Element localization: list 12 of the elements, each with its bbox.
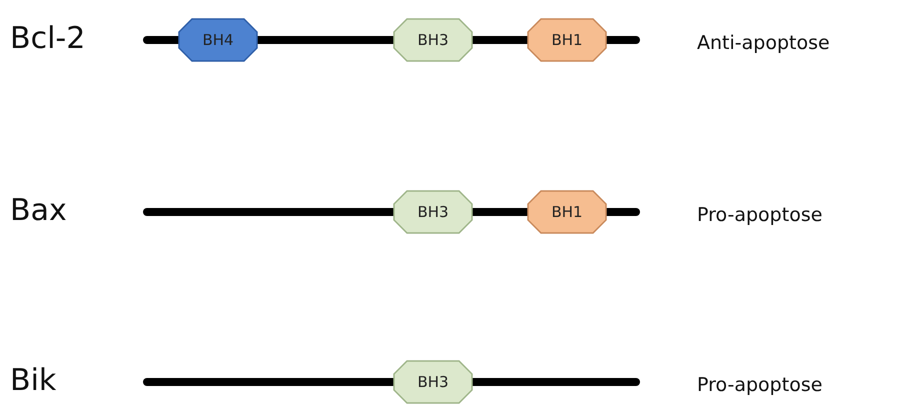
domain-octagon: BH3	[393, 190, 473, 234]
domain-octagon: BH4	[178, 18, 258, 62]
function-label: Pro-apoptose	[697, 204, 822, 226]
domain-octagon: BH1	[527, 190, 607, 234]
domain-octagon: BH3	[393, 360, 473, 404]
domain-octagon: BH3	[393, 18, 473, 62]
protein-name: Bcl-2	[10, 21, 86, 56]
protein-name: Bax	[10, 193, 67, 228]
protein-name: Bik	[10, 363, 56, 398]
function-label: Pro-apoptose	[697, 374, 822, 396]
function-label: Anti-apoptose	[697, 32, 830, 54]
domain-octagon: BH1	[527, 18, 607, 62]
